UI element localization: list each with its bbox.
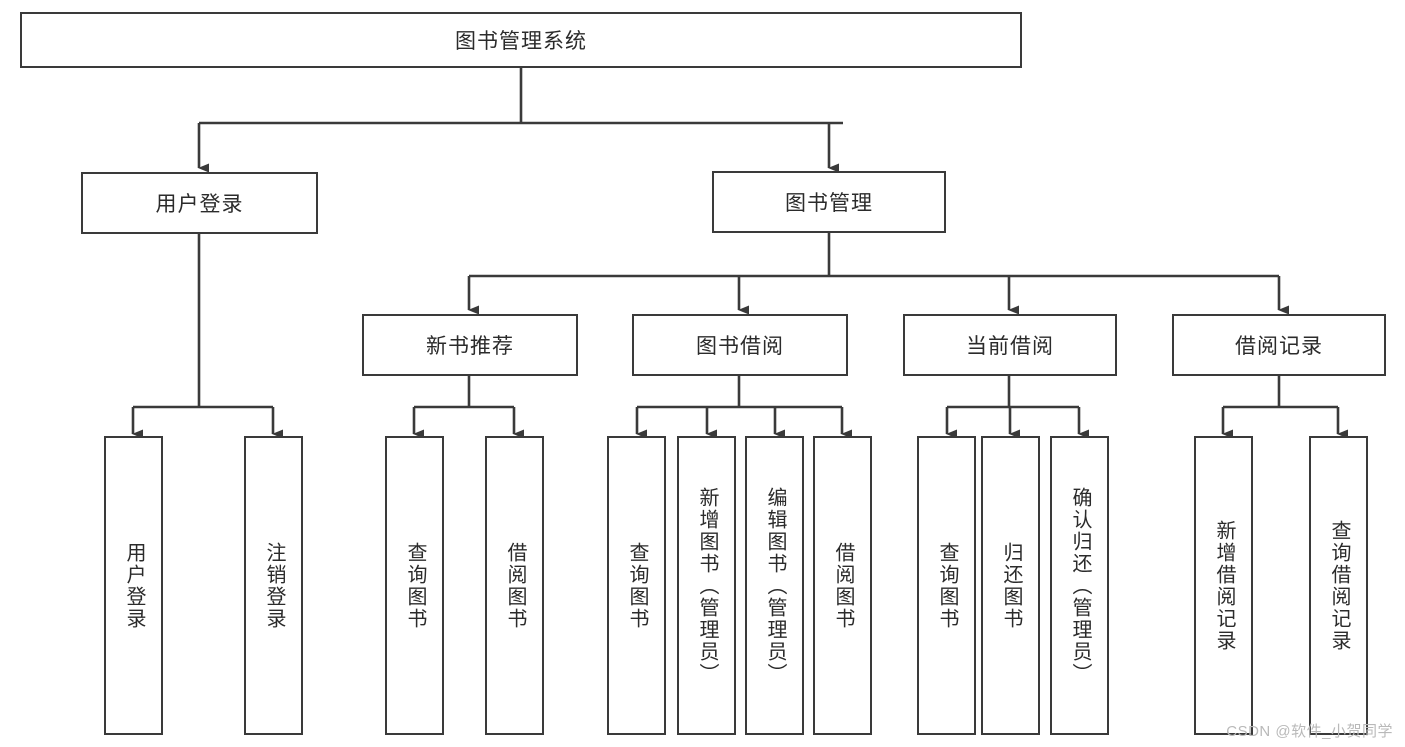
leaf-recommend-borrow-book-label: 借阅图书 — [504, 541, 526, 630]
leaf-current-confirm-return[interactable]: 确认归还（管理员） — [1050, 436, 1109, 735]
node-current-borrow[interactable]: 当前借阅 — [903, 314, 1117, 376]
leaf-current-query-book-label: 查询图书 — [936, 541, 958, 630]
node-borrow-record[interactable]: 借阅记录 — [1172, 314, 1386, 376]
leaf-borrow-edit-book[interactable]: 编辑图书（管理员） — [745, 436, 804, 735]
node-book-borrow-label: 图书借阅 — [696, 335, 784, 358]
node-book-management-label: 图书管理 — [785, 192, 873, 215]
leaf-user-login-signout-label: 注销登录 — [263, 541, 285, 630]
node-current-borrow-label: 当前借阅 — [966, 335, 1054, 358]
node-user-login[interactable]: 用户登录 — [81, 172, 318, 234]
leaf-borrow-query-book-label: 查询图书 — [626, 541, 648, 630]
leaf-record-add-record[interactable]: 新增借阅记录 — [1194, 436, 1253, 735]
node-root[interactable]: 图书管理系统 — [20, 12, 1022, 68]
leaf-user-login-signin[interactable]: 用户登录 — [104, 436, 163, 735]
leaf-borrow-query-book[interactable]: 查询图书 — [607, 436, 666, 735]
leaf-current-return-book-label: 归还图书 — [1000, 541, 1022, 630]
csdn-watermark: CSDN @软件_小贺同学 — [1226, 723, 1393, 740]
leaf-current-confirm-return-label: 确认归还（管理员） — [1069, 486, 1091, 685]
leaf-borrow-edit-book-label: 编辑图书（管理员） — [764, 486, 786, 685]
leaf-borrow-borrow-book-label: 借阅图书 — [832, 541, 854, 630]
leaf-record-add-record-label: 新增借阅记录 — [1213, 519, 1235, 652]
leaf-record-query-record[interactable]: 查询借阅记录 — [1309, 436, 1368, 735]
leaf-current-return-book[interactable]: 归还图书 — [981, 436, 1040, 735]
leaf-borrow-borrow-book[interactable]: 借阅图书 — [813, 436, 872, 735]
node-book-management[interactable]: 图书管理 — [712, 171, 946, 233]
node-user-login-label: 用户登录 — [155, 193, 244, 216]
leaf-recommend-query-book[interactable]: 查询图书 — [385, 436, 444, 735]
node-book-borrow[interactable]: 图书借阅 — [632, 314, 848, 376]
leaf-recommend-query-book-label: 查询图书 — [404, 541, 426, 630]
leaf-current-query-book[interactable]: 查询图书 — [917, 436, 976, 735]
node-root-label: 图书管理系统 — [455, 30, 587, 53]
node-new-book-recommend-label: 新书推荐 — [426, 335, 514, 358]
node-borrow-record-label: 借阅记录 — [1235, 335, 1323, 358]
leaf-user-login-signout[interactable]: 注销登录 — [244, 436, 303, 735]
leaf-borrow-add-book-label: 新增图书（管理员） — [696, 486, 718, 685]
node-new-book-recommend[interactable]: 新书推荐 — [362, 314, 578, 376]
leaf-user-login-signin-label: 用户登录 — [123, 541, 145, 630]
leaf-borrow-add-book[interactable]: 新增图书（管理员） — [677, 436, 736, 735]
leaf-record-query-record-label: 查询借阅记录 — [1328, 519, 1350, 652]
leaf-recommend-borrow-book[interactable]: 借阅图书 — [485, 436, 544, 735]
